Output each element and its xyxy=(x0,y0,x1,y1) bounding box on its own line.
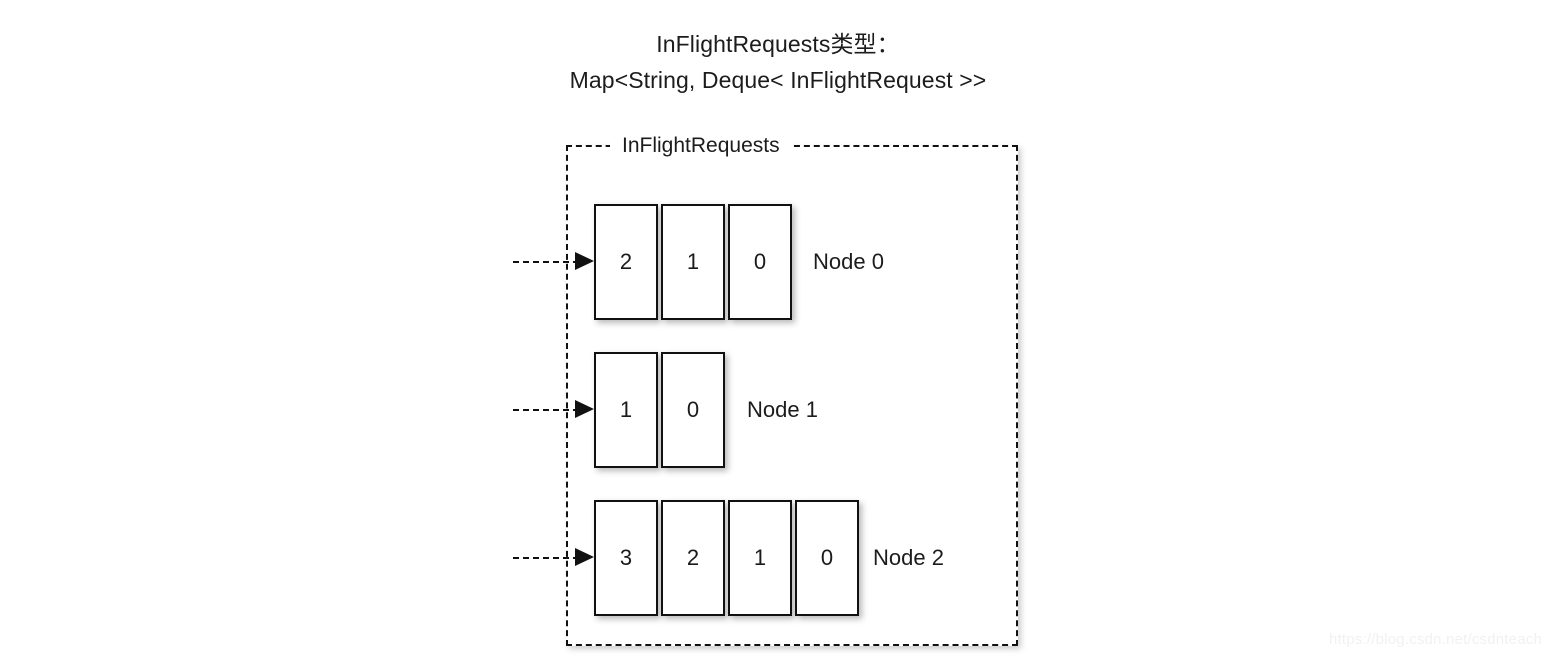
title-line-2: Map<String, Deque< InFlightRequest >> xyxy=(569,67,987,93)
title-line-1: InFlightRequests类型： xyxy=(656,31,900,57)
deque-cell: 0 xyxy=(795,500,859,616)
deque-cell: 1 xyxy=(594,352,658,468)
arrow-line xyxy=(513,409,579,411)
deque-cell: 2 xyxy=(661,500,725,616)
watermark: https://blog.csdn.net/csdnteach xyxy=(1329,631,1542,648)
inflight-requests-container xyxy=(566,145,1018,646)
deque-node-0: 2 1 0 xyxy=(594,204,792,320)
deque-cell: 2 xyxy=(594,204,658,320)
deque-node-1: 1 0 xyxy=(594,352,725,468)
node-label-0: Node 0 xyxy=(813,249,884,274)
deque-cell: 0 xyxy=(728,204,792,320)
arrow-head xyxy=(575,548,594,566)
dashed-arrow-right-icon xyxy=(513,500,594,616)
deque-cell: 1 xyxy=(728,500,792,616)
dashed-arrow-right-icon xyxy=(513,204,594,320)
node-row: 3 2 1 0 Node 2 xyxy=(513,500,944,616)
arrow-head xyxy=(575,400,594,418)
node-row: 1 0 Node 1 xyxy=(513,352,818,468)
arrow-line xyxy=(513,261,579,263)
deque-node-2: 3 2 1 0 xyxy=(594,500,859,616)
node-label-1: Node 1 xyxy=(747,397,818,422)
node-label-2: Node 2 xyxy=(873,545,944,570)
arrow-head xyxy=(575,252,594,270)
inflight-requests-container-label: InFlightRequests xyxy=(610,131,792,161)
node-row: 2 1 0 Node 0 xyxy=(513,204,884,320)
arrow-line xyxy=(513,557,579,559)
deque-cell: 0 xyxy=(661,352,725,468)
deque-cell: 3 xyxy=(594,500,658,616)
dashed-arrow-right-icon xyxy=(513,352,594,468)
deque-cell: 1 xyxy=(661,204,725,320)
diagram-title: InFlightRequests类型： Map<String, Deque< I… xyxy=(0,26,1556,98)
